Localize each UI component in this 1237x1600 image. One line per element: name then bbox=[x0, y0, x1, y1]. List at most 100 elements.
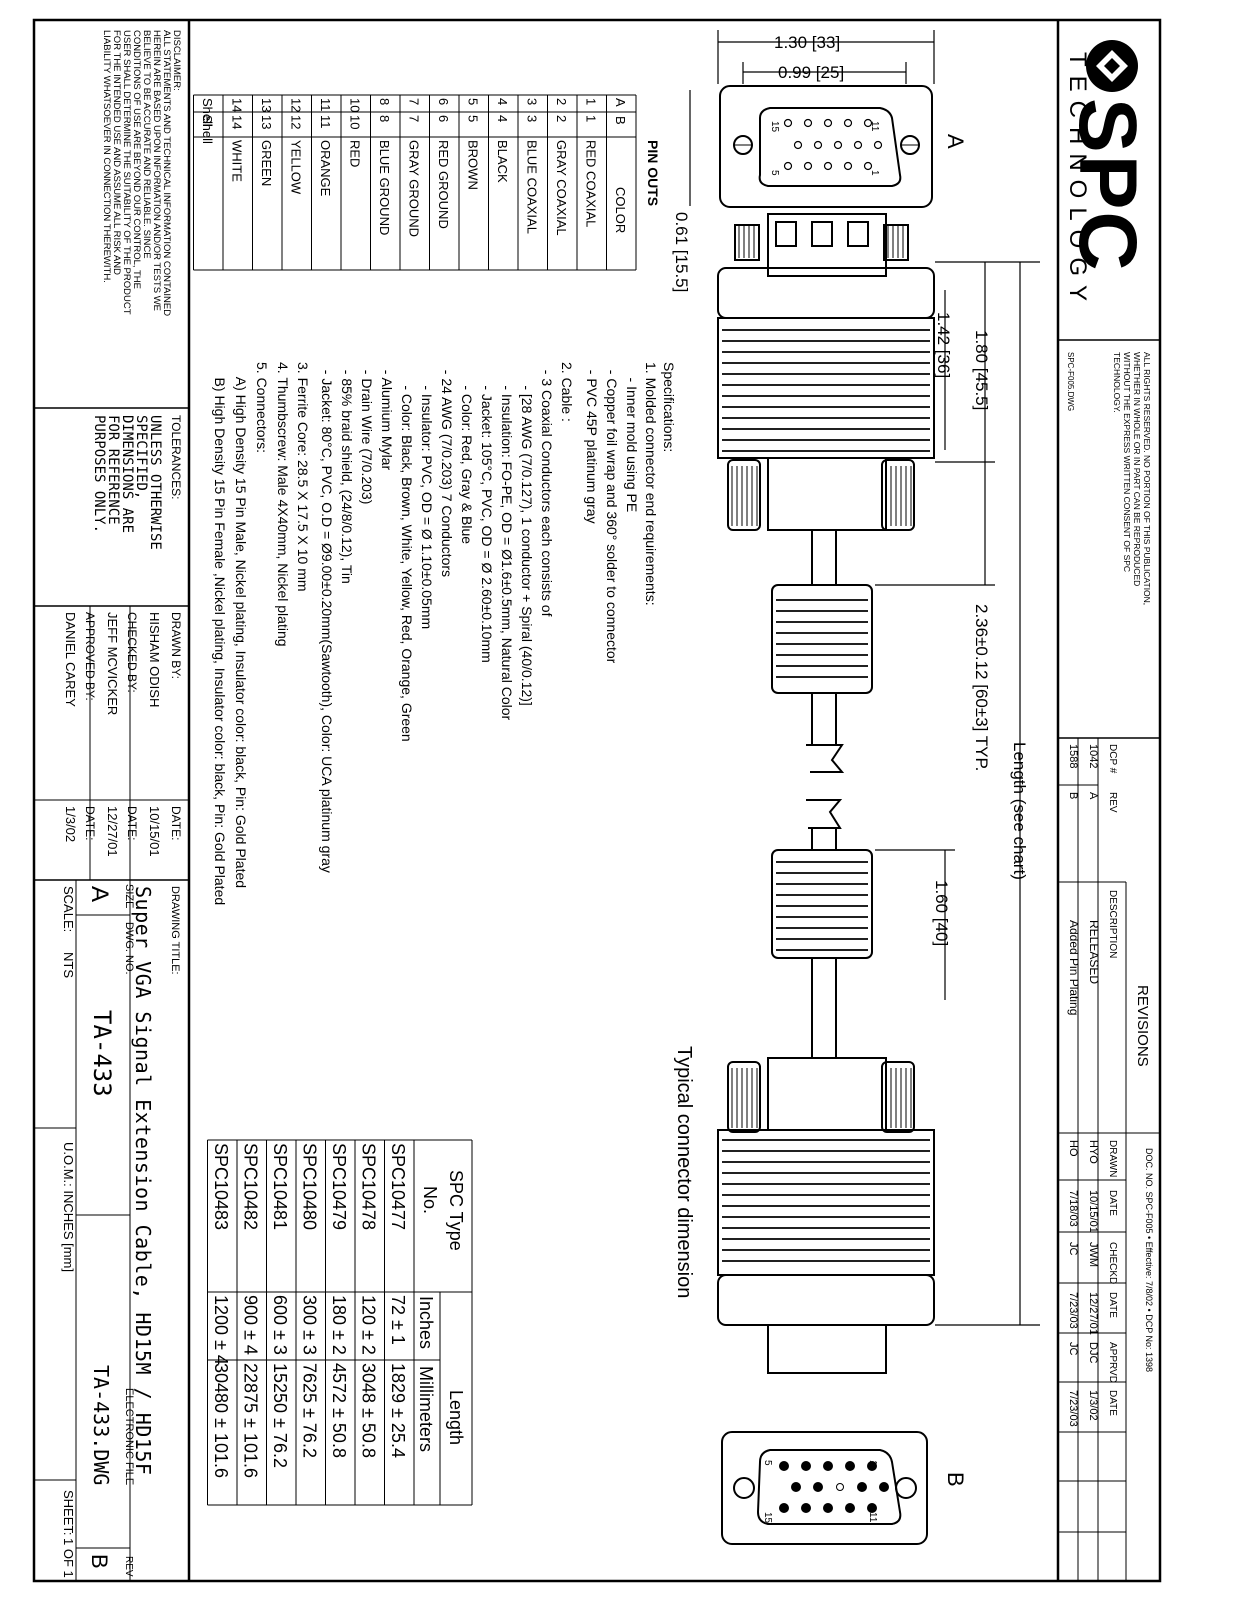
checked-date-label: DATE: bbox=[125, 806, 139, 840]
spec-line-2: - Inner mold using PE bbox=[624, 362, 640, 512]
connector-a-face: 15 11 5 1 bbox=[719, 85, 933, 208]
pin-a-bot-3 bbox=[843, 161, 853, 171]
conn-a-overmold bbox=[717, 317, 935, 459]
connector-a-dsub bbox=[758, 107, 902, 187]
pin-a-bot-0 bbox=[783, 161, 793, 171]
pin-a-bot-1 bbox=[803, 161, 813, 171]
len-row-1-mm: 3048 ± 50.8 bbox=[359, 1363, 379, 1458]
len-row-6-no: SPC10483 bbox=[211, 1143, 231, 1230]
pin-b-0 bbox=[779, 1461, 789, 1471]
logo-block: SPC TECHNOLOGY bbox=[1062, 40, 1153, 310]
rights-notice: ALL RIGHTS RESERVED. NO PORTION OF THIS … bbox=[1112, 352, 1152, 605]
len-row-5-mm: 22875 ± 101.6 bbox=[241, 1363, 261, 1478]
disclaimer-line-5: USER SHALL DETERMINE THE SUITABILITY OF … bbox=[121, 30, 132, 315]
spec-line-15: - Drain Wire (7/0.203) bbox=[359, 362, 375, 504]
pin-b-1 bbox=[801, 1461, 811, 1471]
len-row-3-mm: 7625 ± 76.2 bbox=[300, 1363, 320, 1458]
conn-a-metal-face bbox=[767, 213, 887, 277]
conn-b-strain-relief bbox=[767, 1057, 887, 1131]
len-row-4-mm: 15250 ± 76.2 bbox=[270, 1363, 290, 1468]
conn-b-metal-face bbox=[767, 1324, 887, 1374]
rev-cell-0-2: RELEASED bbox=[1087, 920, 1101, 984]
spec-line-21: A) High Density 15 Pin Male, Nickel plat… bbox=[233, 362, 249, 888]
approved-by: DANIEL CAREY bbox=[63, 612, 78, 707]
pin-a-top-0 bbox=[783, 118, 793, 128]
tolerance-line-1: SPECIFIED, bbox=[133, 415, 149, 499]
spc-logo-icon bbox=[1086, 40, 1138, 92]
scale-label: SCALE: bbox=[61, 886, 76, 932]
pin-row-11-a: 13 bbox=[259, 98, 274, 112]
rev-cell-1-5: JC bbox=[1067, 1242, 1079, 1256]
len-header-mm: Millimeters bbox=[416, 1366, 436, 1452]
pin-row-10-b: 12 bbox=[289, 115, 304, 129]
pin-row-12-b: 14 bbox=[230, 115, 245, 129]
size-label: SIZE bbox=[123, 884, 135, 908]
spec-line-5: 2. Cable : bbox=[559, 362, 575, 422]
cable-side-view bbox=[717, 213, 935, 1374]
disclaimer-line-6: FOR THE INTENDED USE AND ASSUME ALL RISK… bbox=[111, 30, 122, 275]
cable-break-2 bbox=[806, 799, 843, 829]
approved-date-label: DATE: bbox=[83, 806, 97, 840]
spec-line-13: - Color: Black, Brown, White, Yellow, Re… bbox=[399, 362, 415, 742]
len-row-0-in: 72 ± 1 bbox=[388, 1295, 408, 1345]
connector-b-pins bbox=[779, 1461, 889, 1513]
rev-header-4: DATE bbox=[1107, 1190, 1118, 1216]
connector-a-shell bbox=[719, 85, 933, 208]
rev-header-0: DCP # bbox=[1107, 744, 1118, 774]
spec-line-6: - 3 Coaxial Conductors each consists of bbox=[539, 362, 555, 617]
disclaimer-line-0: DISCLAIMER: bbox=[171, 30, 182, 91]
rev-cell-0-5: JWM bbox=[1087, 1242, 1099, 1267]
pin-b-11-label: 11 bbox=[867, 1512, 878, 1523]
tolerance-line-3: FOR REFERENCE bbox=[105, 415, 121, 525]
checked-by-label: CHECKED BY: bbox=[125, 612, 139, 693]
pin-a-mid-0 bbox=[793, 140, 803, 150]
len-row-4-no: SPC10481 bbox=[270, 1143, 290, 1230]
rev-header-8: DATE bbox=[1107, 1390, 1118, 1416]
pin-b-6 bbox=[813, 1482, 823, 1492]
pinouts-title: PIN OUTS bbox=[645, 140, 661, 206]
pin-a-mid-4 bbox=[873, 140, 883, 150]
pin-b-2 bbox=[823, 1461, 833, 1471]
sheet-value: 1 OF 1 bbox=[61, 1538, 76, 1578]
connector-b-dsub bbox=[756, 1449, 902, 1525]
pin-row-9-a: 11 bbox=[318, 98, 333, 112]
len-row-6-mm: 30480 ± 101.6 bbox=[211, 1363, 231, 1478]
disclaimer-line-7: LIABILITY WHATSOEVER IN CONNECTION THERE… bbox=[101, 30, 112, 283]
pin-row-0-color: RED COAXIAL bbox=[584, 140, 599, 227]
rev-cell-1-6: 7/23/03 bbox=[1067, 1292, 1079, 1329]
rev-cell-1-0: 1588 bbox=[1067, 744, 1079, 768]
spec-line-19: 4. Thumbscrew: Male 4X40mm, Nickel plati… bbox=[275, 362, 291, 647]
pin-row-1-b: 2 bbox=[554, 115, 569, 122]
rev-cell-0-7: DJC bbox=[1087, 1342, 1099, 1363]
connector-b-shell bbox=[721, 1431, 928, 1545]
length-table: SPC TypeNo.LengthInchesMillimetersSPC104… bbox=[207, 1139, 473, 1506]
len-row-2-mm: 4572 ± 50.8 bbox=[329, 1363, 349, 1458]
len-row-0-mm: 1829 ± 25.4 bbox=[388, 1363, 408, 1458]
drawn-by: HISHAM ODISH bbox=[147, 612, 162, 707]
spec-line-22: B) High Density 15 Pin Female ,Nickel pl… bbox=[212, 362, 228, 905]
pin-row-4-color: BROWN bbox=[466, 140, 481, 190]
label-a: A bbox=[943, 134, 968, 149]
pin-header-a: A bbox=[613, 98, 628, 107]
len-row-5-no: SPC10482 bbox=[241, 1143, 261, 1230]
pin-a-11-label: 11 bbox=[869, 121, 880, 132]
drawing-title: Super VGA Signal Extension Cable, HD15M … bbox=[131, 886, 155, 1475]
pin-row-3-b: 4 bbox=[495, 115, 510, 122]
conn-b-flange bbox=[717, 1274, 935, 1326]
dim-ferrite-gap: 2.36±0.12 [60±3] TYP. bbox=[972, 604, 991, 771]
rev-cell-1-3: HO bbox=[1067, 1140, 1079, 1157]
dim-width-outer: 1.30 [33] bbox=[774, 33, 840, 52]
pin-a-top-4 bbox=[863, 118, 873, 128]
pin-a-mid-1 bbox=[813, 140, 823, 150]
spec-line-1: 1. Molded connector end requirements: bbox=[643, 362, 659, 606]
spec-line-18: 3. Ferrite Core: 28.5 X 17.5 X 10 mm bbox=[295, 362, 311, 592]
spec-line-20: 5. Connectors: bbox=[254, 362, 270, 453]
rev-cell-0-6: 12/27/01 bbox=[1087, 1292, 1099, 1335]
pin-row-10-color: YELLOW bbox=[289, 140, 304, 195]
efile: TA-433.DWG bbox=[89, 1365, 113, 1485]
len-row-3-no: SPC10480 bbox=[300, 1143, 320, 1230]
drawn-date: 10/15/01 bbox=[147, 806, 162, 857]
efile-label: ELECTRONIC FILE bbox=[123, 1388, 135, 1485]
